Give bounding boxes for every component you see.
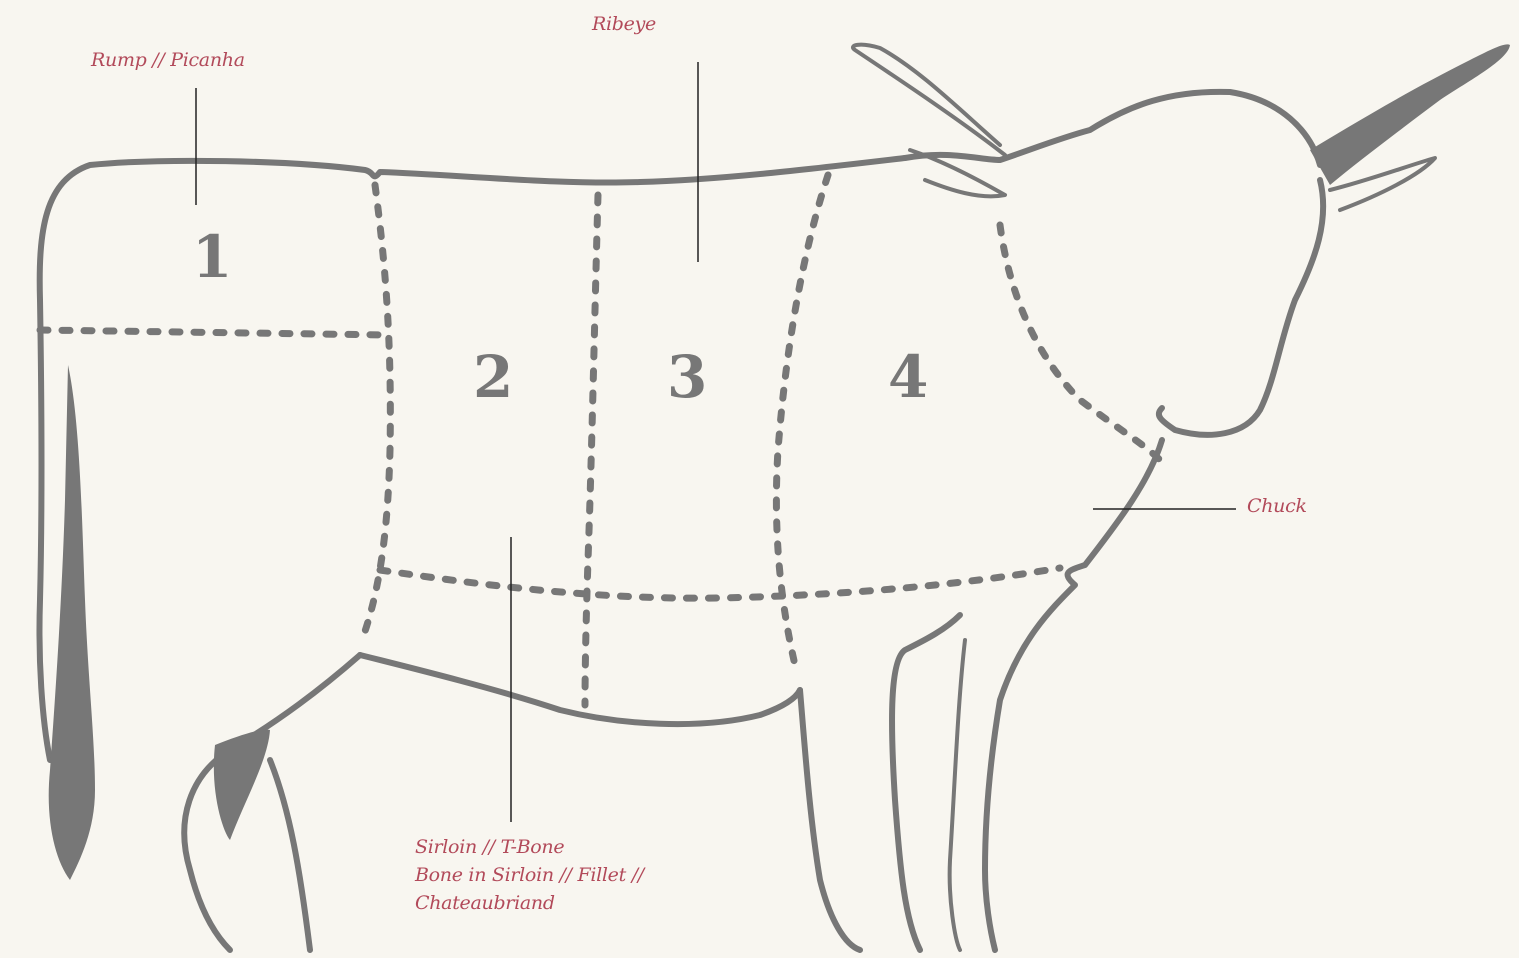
cut-line-belly: [376, 564, 1064, 602]
cut-number-1: 1: [192, 223, 232, 291]
cut-line-1-2: [358, 181, 394, 644]
cut-number-2: 2: [473, 343, 513, 411]
label-chuck: Chuck: [1247, 495, 1307, 517]
cow-head-outline: [902, 88, 1323, 168]
cow-horn-left: [851, 42, 1007, 157]
cow-hind-leg-outline: [181, 652, 363, 953]
cow-back-outline: [36, 155, 908, 303]
cow-tail: [48, 365, 95, 880]
label-sirloin-line-3: Chateaubriand: [415, 892, 555, 914]
cow-face-outline: [1155, 177, 1327, 438]
cut-number-4: 4: [888, 343, 928, 411]
label-sirloin-line-2: Bone in Sirloin // Fillet //: [415, 864, 644, 886]
label-rump-picanha: Rump // Picanha: [91, 49, 245, 71]
cow-rear-outline: [36, 297, 53, 763]
cow-ear-left: [908, 148, 1007, 199]
label-sirloin-group: Sirloin // T-Bone Bone in Sirloin // Fil…: [415, 833, 644, 917]
cut-lines: [36, 171, 1164, 709]
label-sirloin-line-1: Sirloin // T-Bone: [415, 836, 565, 858]
cow-middle-leg-outline: [797, 687, 863, 953]
cow-front-leg-outline: [889, 612, 963, 953]
cow-front-leg-inner: [947, 638, 967, 952]
cow-illustration: [36, 42, 1510, 953]
cut-line-rump-horizontal: [36, 326, 394, 339]
cow-ear-right: [1328, 156, 1437, 212]
leader-lines: [195, 62, 1236, 822]
cut-numbers: 1 2 3 4: [192, 223, 928, 411]
cow-chest-outline: [982, 437, 1165, 953]
cow-belly-outline: [357, 652, 803, 728]
cut-line-chuck: [996, 221, 1164, 464]
cut-line-2-3: [581, 191, 602, 709]
cow-hind-leg-back: [267, 757, 313, 953]
cut-number-3: 3: [667, 343, 707, 411]
label-ribeye: Ribeye: [592, 13, 656, 35]
cow-horn-right: [1310, 44, 1510, 185]
cow-hind-leg-shade: [213, 729, 270, 840]
